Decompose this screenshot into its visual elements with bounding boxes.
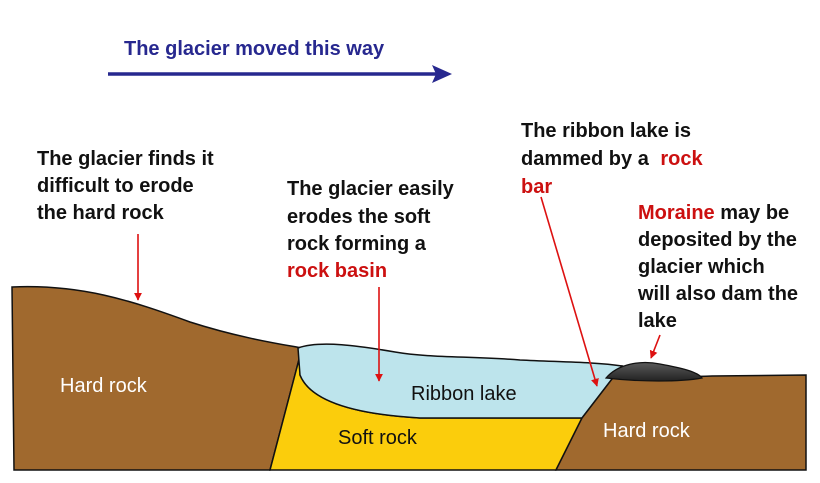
- annotation-rock-basin-highlight: rock basin: [287, 260, 388, 282]
- annotation-rock-bar-line2: dammed by a rock: [521, 146, 703, 174]
- annotation-hard-rock-line3: the hard rock: [37, 202, 164, 224]
- annotation-rock-bar-prefix: dammed by a: [521, 148, 649, 170]
- moraine-shape: [604, 361, 704, 382]
- annotation-moraine-suffix: may be: [720, 202, 790, 224]
- annotation-rock-bar-highlight1: rock: [660, 148, 703, 170]
- annotation-moraine-line3: glacier which: [638, 256, 765, 278]
- annotation-rock-basin-line1: The glacier easily: [287, 178, 454, 200]
- annotation-moraine-highlight: Moraine: [638, 202, 715, 224]
- annotation-moraine-line1: Moraine may be: [638, 200, 789, 228]
- region-label-ribbon-lake: Ribbon lake: [411, 383, 517, 405]
- region-label-hard-rock-left: Hard rock: [60, 375, 147, 397]
- annotation-rock-basin-line2: erodes the soft: [287, 206, 431, 228]
- annotation-hard-rock-line2: difficult to erode: [37, 175, 194, 197]
- pointer-arrow-moraine: [649, 334, 661, 359]
- annotation-moraine-line4: will also dam the: [638, 283, 799, 305]
- pointer-arrow-rock-bar: [540, 196, 599, 387]
- annotation-rock-bar-highlight2: bar: [521, 176, 553, 198]
- annotation-hard-rock-line1: The glacier finds it: [37, 148, 214, 170]
- region-label-soft-rock: Soft rock: [338, 427, 417, 449]
- region-label-hard-rock-right: Hard rock: [603, 420, 690, 442]
- annotation-rock-bar-line1: The ribbon lake is: [521, 120, 692, 142]
- direction-label: The glacier moved this way: [124, 38, 385, 60]
- annotation-rock-basin-line3: rock forming a: [287, 233, 426, 255]
- hard-rock-left-shape: [11, 285, 303, 471]
- annotation-moraine-line5: lake: [638, 310, 677, 332]
- direction-arrow-head: [432, 65, 452, 83]
- annotation-moraine-line2: deposited by the: [638, 229, 797, 251]
